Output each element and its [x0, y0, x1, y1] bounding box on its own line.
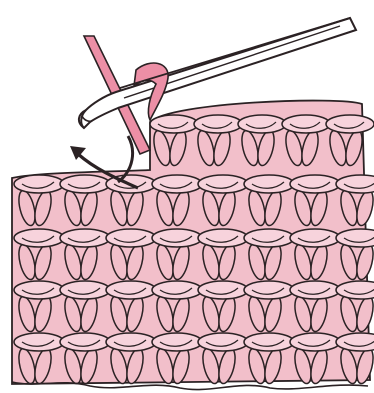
stitch-top-loop [336, 281, 374, 299]
stitch-top-loop [60, 229, 110, 247]
stitch-top-loop [244, 175, 294, 193]
stitch-top-loop [290, 229, 340, 247]
stitch-top-loop [290, 281, 340, 299]
stitch-top-loop [14, 281, 64, 299]
stitch-top-loop [244, 229, 294, 247]
stitch-top-loop [60, 281, 110, 299]
stitch-top-loop [152, 333, 202, 351]
stitch-top-loop [152, 229, 202, 247]
stitch-top-loop [194, 115, 242, 133]
stitch-top-loop [336, 333, 374, 351]
stitch-top-loop [106, 281, 156, 299]
stitch-top-loop [244, 281, 294, 299]
stitch-top-loop [290, 175, 340, 193]
stitch-top-loop [198, 175, 248, 193]
stitch-top-loop [60, 175, 110, 193]
stitch-top-loop [14, 229, 64, 247]
stitch-top-loop [326, 115, 374, 133]
stitch-top-loop [198, 229, 248, 247]
stitch-top-loop [282, 115, 330, 133]
stitch-top-loop [152, 175, 202, 193]
stitch-top-loop [14, 333, 64, 351]
stitch-top-loop [106, 333, 156, 351]
stitch-top-loop [14, 175, 64, 193]
stitch-top-loop [290, 333, 340, 351]
stitch-top-loop [244, 333, 294, 351]
stitch-top-loop [198, 281, 248, 299]
stitch-top-loop [336, 229, 374, 247]
stitch-top-loop [336, 175, 374, 193]
stitch-top-loop [198, 333, 248, 351]
stitch-top-loop [106, 229, 156, 247]
stitch-top-loop [152, 281, 202, 299]
stitch-top-loop [60, 333, 110, 351]
stitch-top-loop [150, 115, 198, 133]
stitch-top-loop [238, 115, 286, 133]
